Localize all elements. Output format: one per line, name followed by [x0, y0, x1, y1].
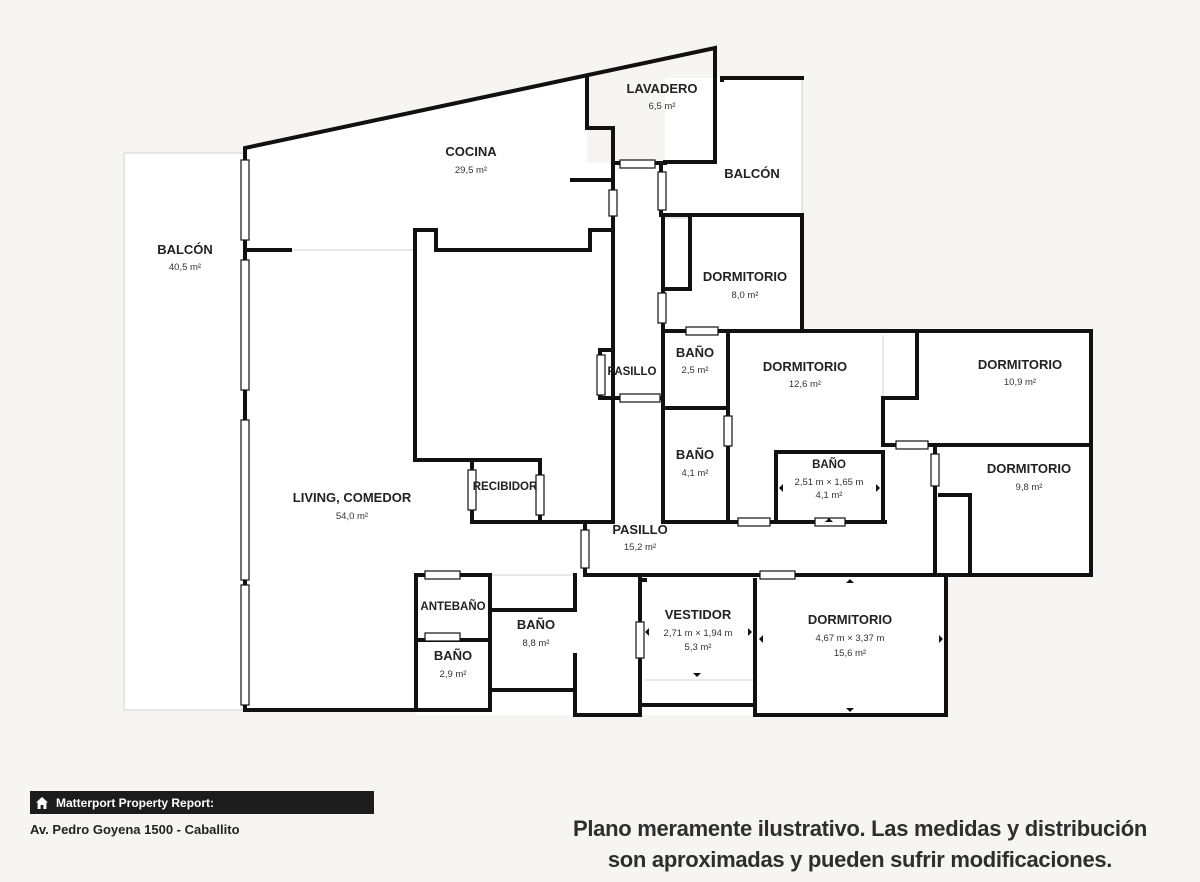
floor-plan: LAVADERO 6,5 m² COCINA 29,5 m² BALCÓN BA…: [123, 45, 1093, 717]
room-name: PASILLO: [612, 522, 667, 537]
room-area: 6,5 m²: [649, 101, 676, 112]
room-dormitorio-1: DORMITORIO 8,0 m²: [703, 269, 787, 301]
room-area: 54,0 m²: [336, 511, 368, 522]
room-name: RECIBIDOR: [473, 481, 538, 493]
disclaimer-line-1: Plano meramente ilustrativo. Las medidas…: [573, 816, 1147, 841]
room-balcon-left: BALCÓN 40,5 m²: [157, 242, 213, 273]
room-pasillo-upper: PASILLO: [608, 366, 657, 378]
room-area: 5,3 m²: [685, 642, 712, 653]
report-banner: Matterport Property Report:: [30, 791, 374, 814]
openings: [240, 159, 940, 706]
floor-fills: [124, 48, 1091, 715]
room-dormitorio-5: DORMITORIO 4,67 m × 3,37 m 15,6 m²: [808, 612, 892, 659]
room-area: 4,1 m²: [682, 468, 709, 479]
room-bano-3: BAÑO 2,51 m × 1,65 m 4,1 m²: [795, 458, 864, 501]
room-vestidor: VESTIDOR 2,71 m × 1,94 m 5,3 m²: [664, 607, 733, 653]
room-name: ANTEBAÑO: [420, 600, 485, 613]
property-address: Av. Pedro Goyena 1500 - Caballito: [30, 822, 240, 837]
dimension-markers: [645, 484, 943, 712]
room-bano-5: BAÑO 2,9 m²: [434, 648, 472, 680]
room-area: 15,6 m²: [834, 648, 866, 659]
room-name: DORMITORIO: [978, 357, 1062, 372]
room-area: 8,8 m²: [523, 638, 550, 649]
room-area: 15,2 m²: [624, 542, 656, 553]
room-name: COCINA: [445, 144, 497, 159]
room-area: 2,5 m²: [682, 365, 709, 376]
room-bano-4: BAÑO 8,8 m²: [517, 617, 555, 649]
disclaimer: Plano meramente ilustrativo. Las medidas…: [540, 813, 1180, 875]
room-living: LIVING, COMEDOR 54,0 m²: [293, 490, 412, 522]
room-name: BALCÓN: [724, 166, 780, 181]
home-icon: [36, 796, 48, 809]
room-antebano: ANTEBAÑO: [420, 600, 485, 613]
room-name: BAÑO: [676, 345, 714, 360]
disclaimer-line-2: son aproximadas y pueden sufrir modifica…: [607, 847, 1113, 872]
room-balcon-right: BALCÓN: [724, 166, 780, 181]
room-cocina: COCINA 29,5 m²: [445, 144, 497, 176]
report-label: Matterport Property Report:: [56, 795, 215, 810]
room-area: 8,0 m²: [732, 290, 759, 301]
room-name: LIVING, COMEDOR: [293, 490, 412, 505]
room-labels: LAVADERO 6,5 m² COCINA 29,5 m² BALCÓN BA…: [157, 81, 1071, 680]
room-bano-2: BAÑO 4,1 m²: [676, 447, 714, 479]
room-pasillo-main: PASILLO 15,2 m²: [612, 522, 667, 553]
room-area: 4,1 m²: [816, 490, 843, 501]
room-dims: 2,71 m × 1,94 m: [664, 628, 733, 639]
room-name: DORMITORIO: [808, 612, 892, 627]
room-name: VESTIDOR: [665, 607, 732, 622]
room-area: 2,9 m²: [440, 669, 467, 680]
room-name: BALCÓN: [157, 242, 213, 257]
room-name: BAÑO: [812, 458, 846, 471]
room-recibidor: RECIBIDOR: [473, 481, 538, 493]
room-name: BAÑO: [434, 648, 472, 663]
room-area: 9,8 m²: [1016, 482, 1043, 493]
room-dormitorio-3: DORMITORIO 10,9 m²: [978, 357, 1062, 388]
room-bano-1: BAÑO 2,5 m²: [676, 345, 714, 376]
room-dormitorio-4: DORMITORIO 9,8 m²: [987, 461, 1071, 493]
room-dims: 4,67 m × 3,37 m: [816, 633, 885, 644]
room-area: 40,5 m²: [169, 262, 201, 273]
room-area: 12,6 m²: [789, 379, 821, 390]
room-name: PASILLO: [608, 366, 657, 378]
room-name: LAVADERO: [626, 81, 697, 96]
room-dims: 2,51 m × 1,65 m: [795, 477, 864, 488]
room-lavadero: LAVADERO 6,5 m²: [626, 81, 697, 112]
room-name: DORMITORIO: [703, 269, 787, 284]
room-name: DORMITORIO: [987, 461, 1071, 476]
room-area: 10,9 m²: [1004, 377, 1036, 388]
room-dormitorio-2: DORMITORIO 12,6 m²: [763, 359, 847, 390]
room-area: 29,5 m²: [455, 165, 487, 176]
room-name: BAÑO: [517, 617, 555, 632]
room-name: BAÑO: [676, 447, 714, 462]
room-name: DORMITORIO: [763, 359, 847, 374]
